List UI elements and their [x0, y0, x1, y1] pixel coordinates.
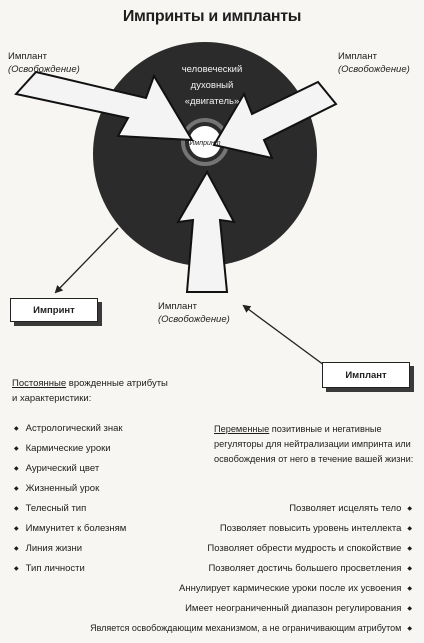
- implant-box: Имплант: [322, 362, 410, 388]
- list-item: ◆Жизненный урок: [14, 482, 100, 494]
- list-item: ◆Телесный тип: [14, 502, 87, 514]
- list-item: ◆Тип личности: [14, 562, 85, 574]
- implant-arrow-left: [14, 70, 194, 142]
- bullet-icon: ◆: [407, 625, 412, 632]
- list-item: ◆Астрологический знак: [14, 422, 123, 434]
- bullet-icon: ◆: [14, 545, 19, 552]
- bullet-icon: ◆: [407, 525, 412, 532]
- arrow-from-implant-box: [242, 304, 329, 369]
- imprint-core: [189, 126, 221, 158]
- implant-label-bottom: Имплант (Освобождение): [158, 301, 230, 325]
- bullet-icon: ◆: [14, 465, 19, 472]
- list-item: Позволяет достичь большего просветления◆: [208, 562, 412, 574]
- list-item: ◆Аурический цвет: [14, 462, 100, 474]
- imprint-center-label: Импринт: [189, 140, 220, 147]
- implant-arrow-right: [212, 80, 338, 160]
- list-item: Позволяет исцелять тело◆: [289, 502, 412, 514]
- list-item: Аннулирует кармические уроки после их ус…: [178, 582, 412, 594]
- page-title: Импринты и импланты: [122, 8, 302, 25]
- bullet-icon: ◆: [14, 505, 19, 512]
- list-item: ◆Иммунитет к болезням: [14, 522, 127, 534]
- bullet-icon: ◆: [407, 505, 412, 512]
- bullet-icon: ◆: [407, 545, 412, 552]
- circle-text-line-1: человеческий: [182, 64, 243, 75]
- variable-heading: Переменные позитивные и негативные регул…: [214, 424, 414, 464]
- bullet-icon: ◆: [407, 585, 412, 592]
- list-item: ◆Кармические уроки: [14, 442, 111, 454]
- constant-heading: Постоянные врожденные атрибуты и характе…: [12, 378, 168, 404]
- arrow-to-imprint-box: [54, 227, 119, 294]
- bullet-icon: ◆: [14, 485, 19, 492]
- variable-list: Позволяет исцелять тело◆ Позволяет повыс…: [40, 498, 412, 638]
- constant-list: ◆Астрологический знак ◆Кармические уроки…: [14, 418, 214, 578]
- imprint-box: Импринт: [10, 298, 98, 322]
- bullet-icon: ◆: [407, 605, 412, 612]
- implant-label-left: Имплант (Освобождение): [8, 51, 80, 75]
- list-item: ◆Линия жизни: [14, 542, 83, 554]
- bullet-icon: ◆: [14, 425, 19, 432]
- implant-arrow-bottom: [176, 169, 236, 293]
- bullet-icon: ◆: [14, 565, 19, 572]
- bullet-icon: ◆: [407, 565, 412, 572]
- list-item: Является освобождающим механизмом, а не …: [90, 623, 412, 633]
- circle-text-line-2: духовный: [191, 80, 234, 91]
- bullet-icon: ◆: [14, 525, 19, 532]
- circle-text-line-3: «двигатель»: [185, 96, 240, 107]
- list-item: Имеет неограниченный диапазон регулирова…: [185, 602, 412, 614]
- list-item: Позволяет повысить уровень интеллекта◆: [219, 522, 412, 534]
- list-item: Позволяет обрести мудрость и спокойствие…: [207, 542, 412, 554]
- bullet-icon: ◆: [14, 445, 19, 452]
- implant-label-right: Имплант (Освобождение): [338, 51, 410, 75]
